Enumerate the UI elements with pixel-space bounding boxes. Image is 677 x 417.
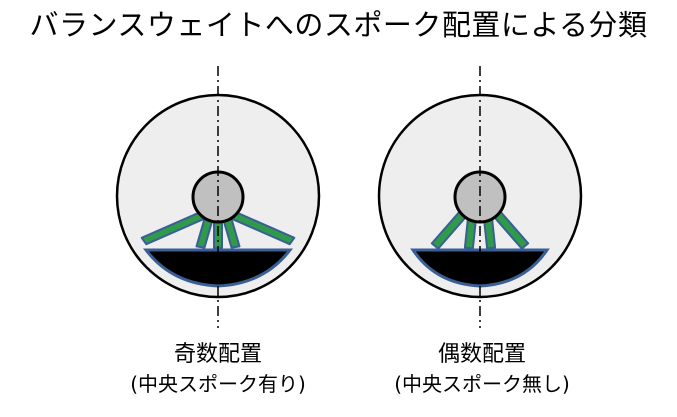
caption-even: 偶数配置 (中央スポーク無し)	[362, 340, 602, 398]
caption-even-label: 偶数配置	[437, 342, 526, 367]
page-title: バランスウェイトへのスポーク配置による分類	[29, 8, 648, 42]
wheel-even	[377, 66, 583, 328]
caption-odd-label: 奇数配置	[173, 342, 262, 367]
spokes	[140, 211, 296, 249]
caption-odd: 奇数配置 (中央スポーク有り)	[98, 340, 338, 398]
caption-even-sublabel: (中央スポーク無し)	[394, 372, 570, 396]
wheel-odd	[115, 66, 321, 328]
caption-odd-sublabel: (中央スポーク有り)	[130, 372, 306, 396]
